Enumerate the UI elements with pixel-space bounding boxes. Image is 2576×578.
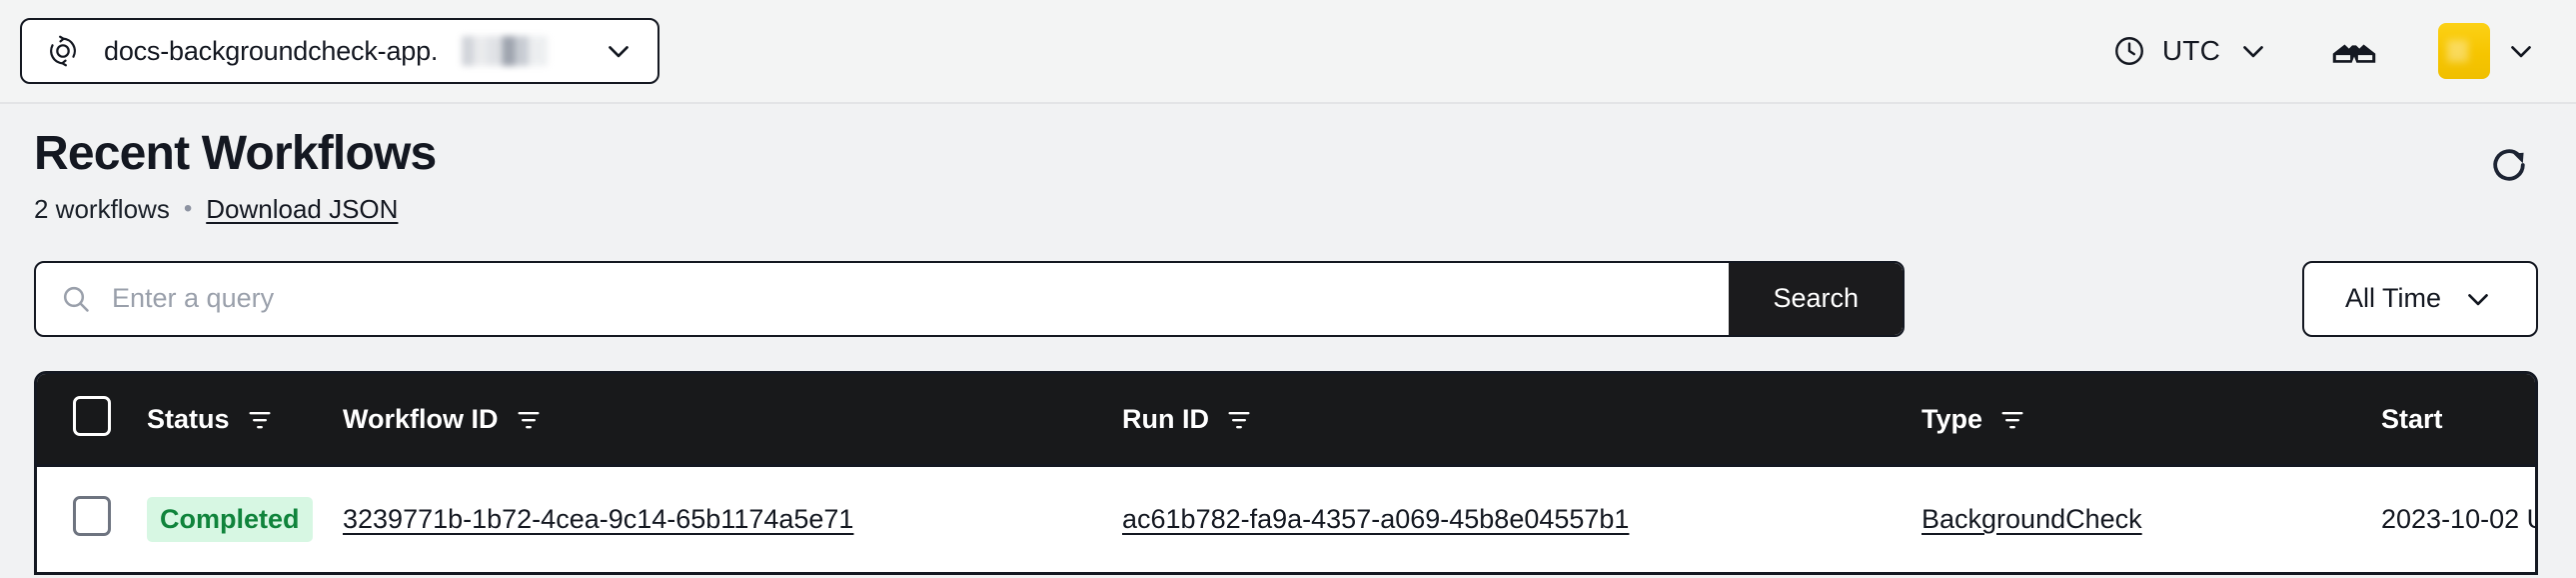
cell-run-id: ac61b782-fa9a-4357-a069-45b8e04557b1 [1122, 466, 1922, 572]
header-run-id: Run ID [1122, 374, 1922, 466]
table-header-row: Status Workflow ID [37, 373, 2535, 466]
search-box: Search [34, 260, 1905, 337]
header-workflow-id-label: Workflow ID [343, 403, 499, 434]
temporal-sync-icon [50, 35, 76, 67]
header-run-id-label: Run ID [1122, 403, 1209, 434]
page-title: Recent Workflows [34, 127, 437, 180]
filter-icon[interactable] [246, 405, 274, 433]
avatar [2438, 23, 2490, 79]
time-range-label: All Time [2344, 283, 2442, 314]
row-select-cell [37, 466, 147, 572]
header-status: Status [147, 374, 343, 466]
header-workflow-id: Workflow ID [343, 374, 1122, 466]
timezone-label: UTC [2161, 35, 2220, 66]
workflows-table: Status Workflow ID [34, 370, 2538, 575]
cell-status: Completed [147, 466, 343, 572]
workflow-type-link[interactable]: BackgroundCheck [1922, 504, 2142, 535]
topnav-right-group: UTC [2112, 23, 2538, 79]
row-checkbox[interactable] [73, 496, 111, 537]
download-json-link[interactable]: Download JSON [206, 193, 399, 224]
header-type-label: Type [1922, 403, 1983, 434]
cell-start: 2023-10-02 UT [2381, 466, 2535, 572]
search-icon [63, 286, 89, 312]
account-menu[interactable] [2438, 23, 2538, 79]
filter-icon[interactable] [1225, 405, 1253, 433]
top-navigation-bar: docs-backgroundcheck-app. UTC [0, 0, 2576, 104]
chevron-down-icon[interactable] [602, 34, 636, 68]
workflow-id-link[interactable]: 3239771b-1b72-4cea-9c14-65b1174a5e71 [343, 504, 854, 535]
main-content: Recent Workflows 2 workflows • Download … [0, 104, 2576, 575]
cell-type: BackgroundCheck [1922, 466, 2381, 572]
header-start-label: Start [2381, 403, 2443, 434]
refresh-icon[interactable] [2486, 142, 2532, 188]
start-time: 2023-10-02 UT [2381, 504, 2535, 535]
filter-icon[interactable] [515, 405, 543, 433]
time-range-selector[interactable]: All Time [2302, 260, 2538, 337]
search-row: Search All Time [34, 260, 2538, 337]
page-header: Recent Workflows 2 workflows • Download … [34, 104, 2538, 225]
status-badge: Completed [147, 497, 313, 543]
header-select-all [37, 374, 147, 466]
run-id-link[interactable]: ac61b782-fa9a-4357-a069-45b8e04557b1 [1122, 504, 1630, 535]
namespace-selector[interactable]: docs-backgroundcheck-app. [20, 18, 659, 84]
namespace-redacted-region [462, 36, 549, 66]
table-row[interactable]: Completed 3239771b-1b72-4cea-9c14-65b117… [37, 465, 2535, 572]
search-input[interactable] [112, 262, 1730, 335]
filter-icon[interactable] [1998, 405, 2026, 433]
header-status-label: Status [147, 403, 230, 434]
page-subtitle: 2 workflows • Download JSON [34, 194, 2538, 225]
search-field [36, 262, 1730, 335]
search-button[interactable]: Search [1729, 262, 1903, 335]
chevron-down-icon[interactable] [2504, 34, 2538, 68]
timezone-selector[interactable]: UTC [2112, 34, 2270, 68]
cell-workflow-id: 3239771b-1b72-4cea-9c14-65b1174a5e71 [343, 466, 1122, 572]
chevron-down-icon[interactable] [2236, 34, 2270, 68]
clock-icon [2114, 37, 2143, 65]
separator-dot: • [183, 195, 193, 223]
namespace-label: docs-backgroundcheck-app. [104, 35, 439, 66]
header-type: Type [1922, 374, 2381, 466]
workflow-count: 2 workflows [34, 193, 170, 224]
select-all-checkbox[interactable] [73, 395, 111, 436]
glasses-icon[interactable] [2328, 25, 2380, 77]
chevron-down-icon [2468, 293, 2488, 306]
header-start: Start [2381, 374, 2535, 466]
